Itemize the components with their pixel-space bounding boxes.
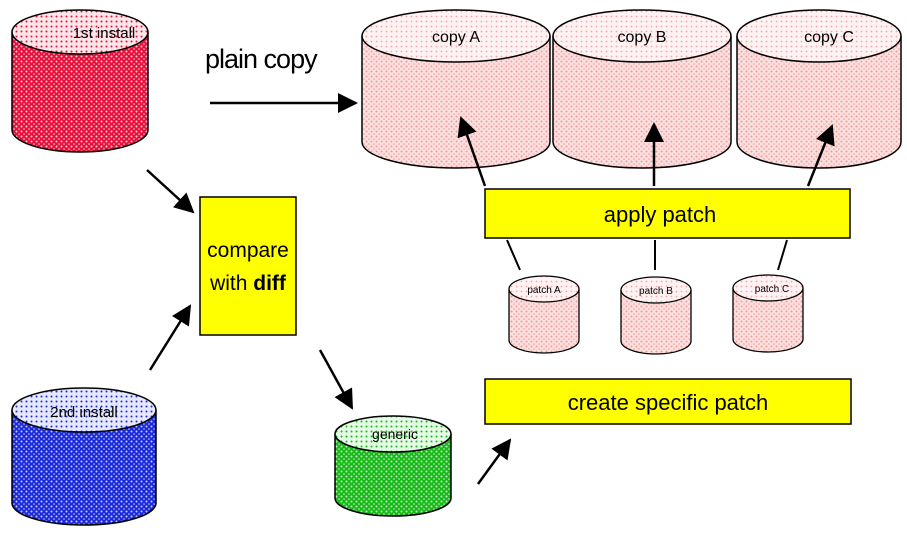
compare-label-line1: compare bbox=[207, 239, 289, 262]
cylinder-generic: generic bbox=[334, 415, 452, 517]
arrow-generic-to-create-patch bbox=[476, 438, 512, 485]
cylinder-copy-b: copy B bbox=[552, 9, 732, 169]
arrow-compare-to-generic bbox=[318, 349, 354, 410]
arrow-apply-to-copy-c bbox=[806, 124, 835, 187]
patch-b-label: patch B bbox=[639, 286, 673, 297]
cylinder-copy-c: copy C bbox=[736, 9, 902, 169]
arrow-second-install-to-compare bbox=[148, 304, 192, 371]
cylinder-copy-a: copy A bbox=[361, 9, 551, 169]
arrow-first-install-to-compare bbox=[146, 169, 195, 214]
cylinder-patch-c: patch C bbox=[732, 274, 804, 353]
create-specific-patch-box: create specific patch bbox=[484, 378, 852, 425]
plain-copy-label: plain copy bbox=[205, 44, 318, 74]
apply-patch-label: apply patch bbox=[604, 202, 717, 227]
patch-a-label: patch A bbox=[527, 285, 561, 296]
cylinder-first-install: 1st install bbox=[11, 9, 149, 153]
cylinder-second-install: 2nd install bbox=[11, 387, 157, 526]
second-install-label: 2nd install bbox=[50, 404, 118, 421]
apply-patch-box: apply patch bbox=[484, 188, 851, 239]
line-patch-c-to-apply bbox=[777, 239, 788, 271]
patch-c-label: patch C bbox=[755, 284, 789, 295]
cylinder-patch-a: patch A bbox=[508, 275, 580, 354]
copy-a-label: copy A bbox=[432, 29, 480, 46]
first-install-label: 1st install bbox=[73, 25, 136, 42]
compare-with-text: with bbox=[209, 272, 253, 295]
line-patch-a-to-apply bbox=[506, 239, 521, 271]
create-specific-patch-label: create specific patch bbox=[568, 390, 769, 415]
diff-bold-text: diff bbox=[253, 272, 287, 295]
copy-c-label: copy C bbox=[804, 29, 854, 46]
compare-with-diff-box: compare with diff bbox=[199, 196, 297, 336]
generic-label: generic bbox=[372, 426, 418, 442]
copy-b-label: copy B bbox=[618, 29, 667, 46]
arrow-apply-to-copy-a bbox=[457, 116, 487, 187]
cylinder-patch-b: patch B bbox=[620, 276, 692, 355]
compare-label-line2: with diff bbox=[209, 272, 287, 295]
